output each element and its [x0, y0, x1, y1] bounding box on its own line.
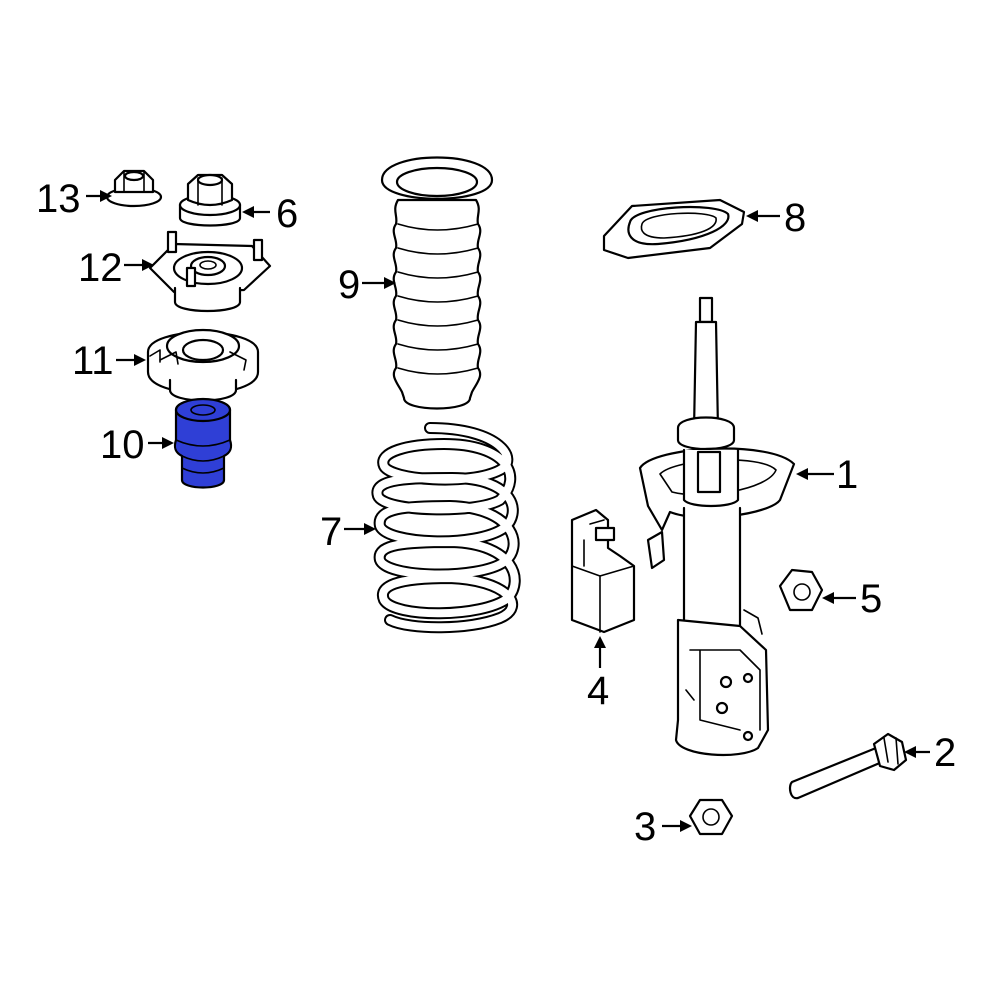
callout-3[interactable]: 3	[634, 805, 656, 849]
part-4-bracket[interactable]	[570, 508, 636, 634]
callout-10[interactable]: 10	[100, 423, 145, 467]
callout-8[interactable]: 8	[784, 196, 806, 240]
callout-13[interactable]: 13	[36, 177, 81, 221]
part-6-nut[interactable]	[178, 173, 242, 227]
callout-arrows	[86, 190, 930, 832]
callout-11[interactable]: 11	[72, 339, 114, 383]
part-13-nut[interactable]	[105, 169, 163, 208]
part-12-strut-mount[interactable]	[148, 230, 272, 313]
callout-5[interactable]: 5	[860, 577, 882, 621]
callout-1[interactable]: 1	[836, 453, 858, 497]
callout-4[interactable]: 4	[587, 669, 609, 713]
part-8-insulator[interactable]	[602, 198, 746, 260]
part-10-jounce-bumper[interactable]	[173, 397, 233, 489]
part-9-dust-boot[interactable]	[380, 156, 494, 410]
part-3-nut[interactable]	[688, 798, 734, 836]
part-7-coil-spring[interactable]	[371, 422, 521, 634]
callout-12[interactable]: 12	[78, 246, 123, 290]
part-2-bolt[interactable]	[788, 732, 908, 800]
callout-9[interactable]: 9	[338, 263, 360, 307]
part-1-strut[interactable]	[638, 296, 796, 757]
callout-2[interactable]: 2	[934, 731, 956, 775]
callout-7[interactable]: 7	[320, 510, 342, 554]
callout-6[interactable]: 6	[276, 192, 298, 236]
part-5-nut[interactable]	[778, 568, 824, 612]
part-11-bearing[interactable]	[146, 328, 260, 402]
